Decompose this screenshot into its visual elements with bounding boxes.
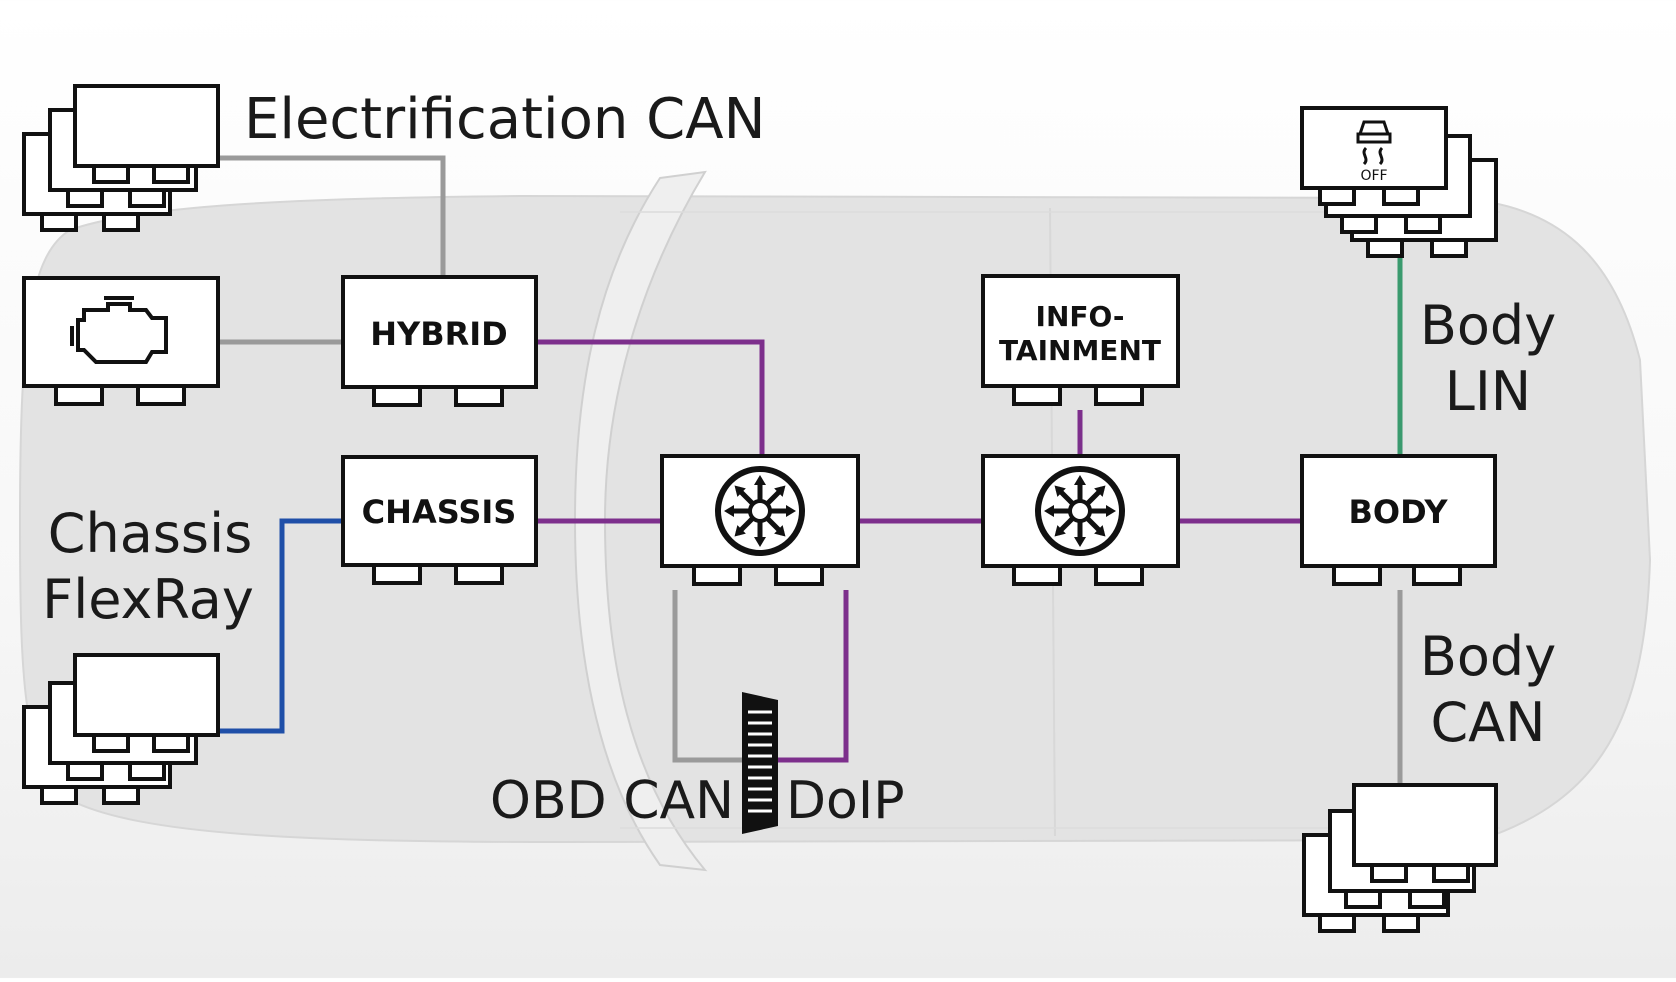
traction-ecu-stack: OFF [1300,106,1498,258]
central-gateway-ecu [660,454,860,586]
hybrid-gateway-ethernet [536,339,765,456]
body-label: BODY [1349,493,1449,531]
infotainment-ecu: INFO- TAINMENT [981,274,1180,406]
body-can-label-line1: Body [1420,625,1556,688]
body-lin-label-line2: LIN [1445,360,1531,423]
electrification-ecu-stack [22,84,220,232]
traction-control-off-icon [1356,120,1392,166]
traction-off-label: OFF [1360,168,1387,184]
obd-can-line [672,590,745,763]
flexray-ecu-stack [22,653,220,805]
engine-icon [70,296,168,364]
body-ecu: BODY [1300,454,1497,586]
chassis-flexray-label-line2: FlexRay [42,568,254,631]
obd-can-label: OBD CAN [490,771,734,831]
electrification-can-label: Electrification CAN [244,87,765,152]
doip-line [778,590,849,763]
gateway-icon [715,466,805,556]
obd-connector-icon [742,692,778,834]
hybrid-ecu: HYBRID [341,275,538,407]
hybrid-label: HYBRID [370,315,507,353]
body-can-ecu-stack [1302,783,1498,933]
chassis-flexray-label-line1: Chassis [48,502,252,565]
chassis-flexray-line [218,518,343,734]
chassis-label: CHASSIS [362,493,517,531]
infotainment-label-line2: TAINMENT [999,334,1161,367]
zone-gateway-ecu [981,454,1180,586]
bus-labels: Electrification CAN Chassis FlexRay Body… [42,87,1556,831]
doip-label: DoIP [786,771,905,831]
infotainment-label-line1: INFO- [1036,300,1125,333]
engine-ecu [22,276,220,406]
electrification-can-line [218,155,446,276]
gateway-icon [1035,466,1125,556]
body-can-label-line2: CAN [1430,691,1545,754]
chassis-ecu: CHASSIS [341,455,538,585]
bus-lines [218,155,1403,785]
body-lin-label-line1: Body [1420,294,1556,357]
